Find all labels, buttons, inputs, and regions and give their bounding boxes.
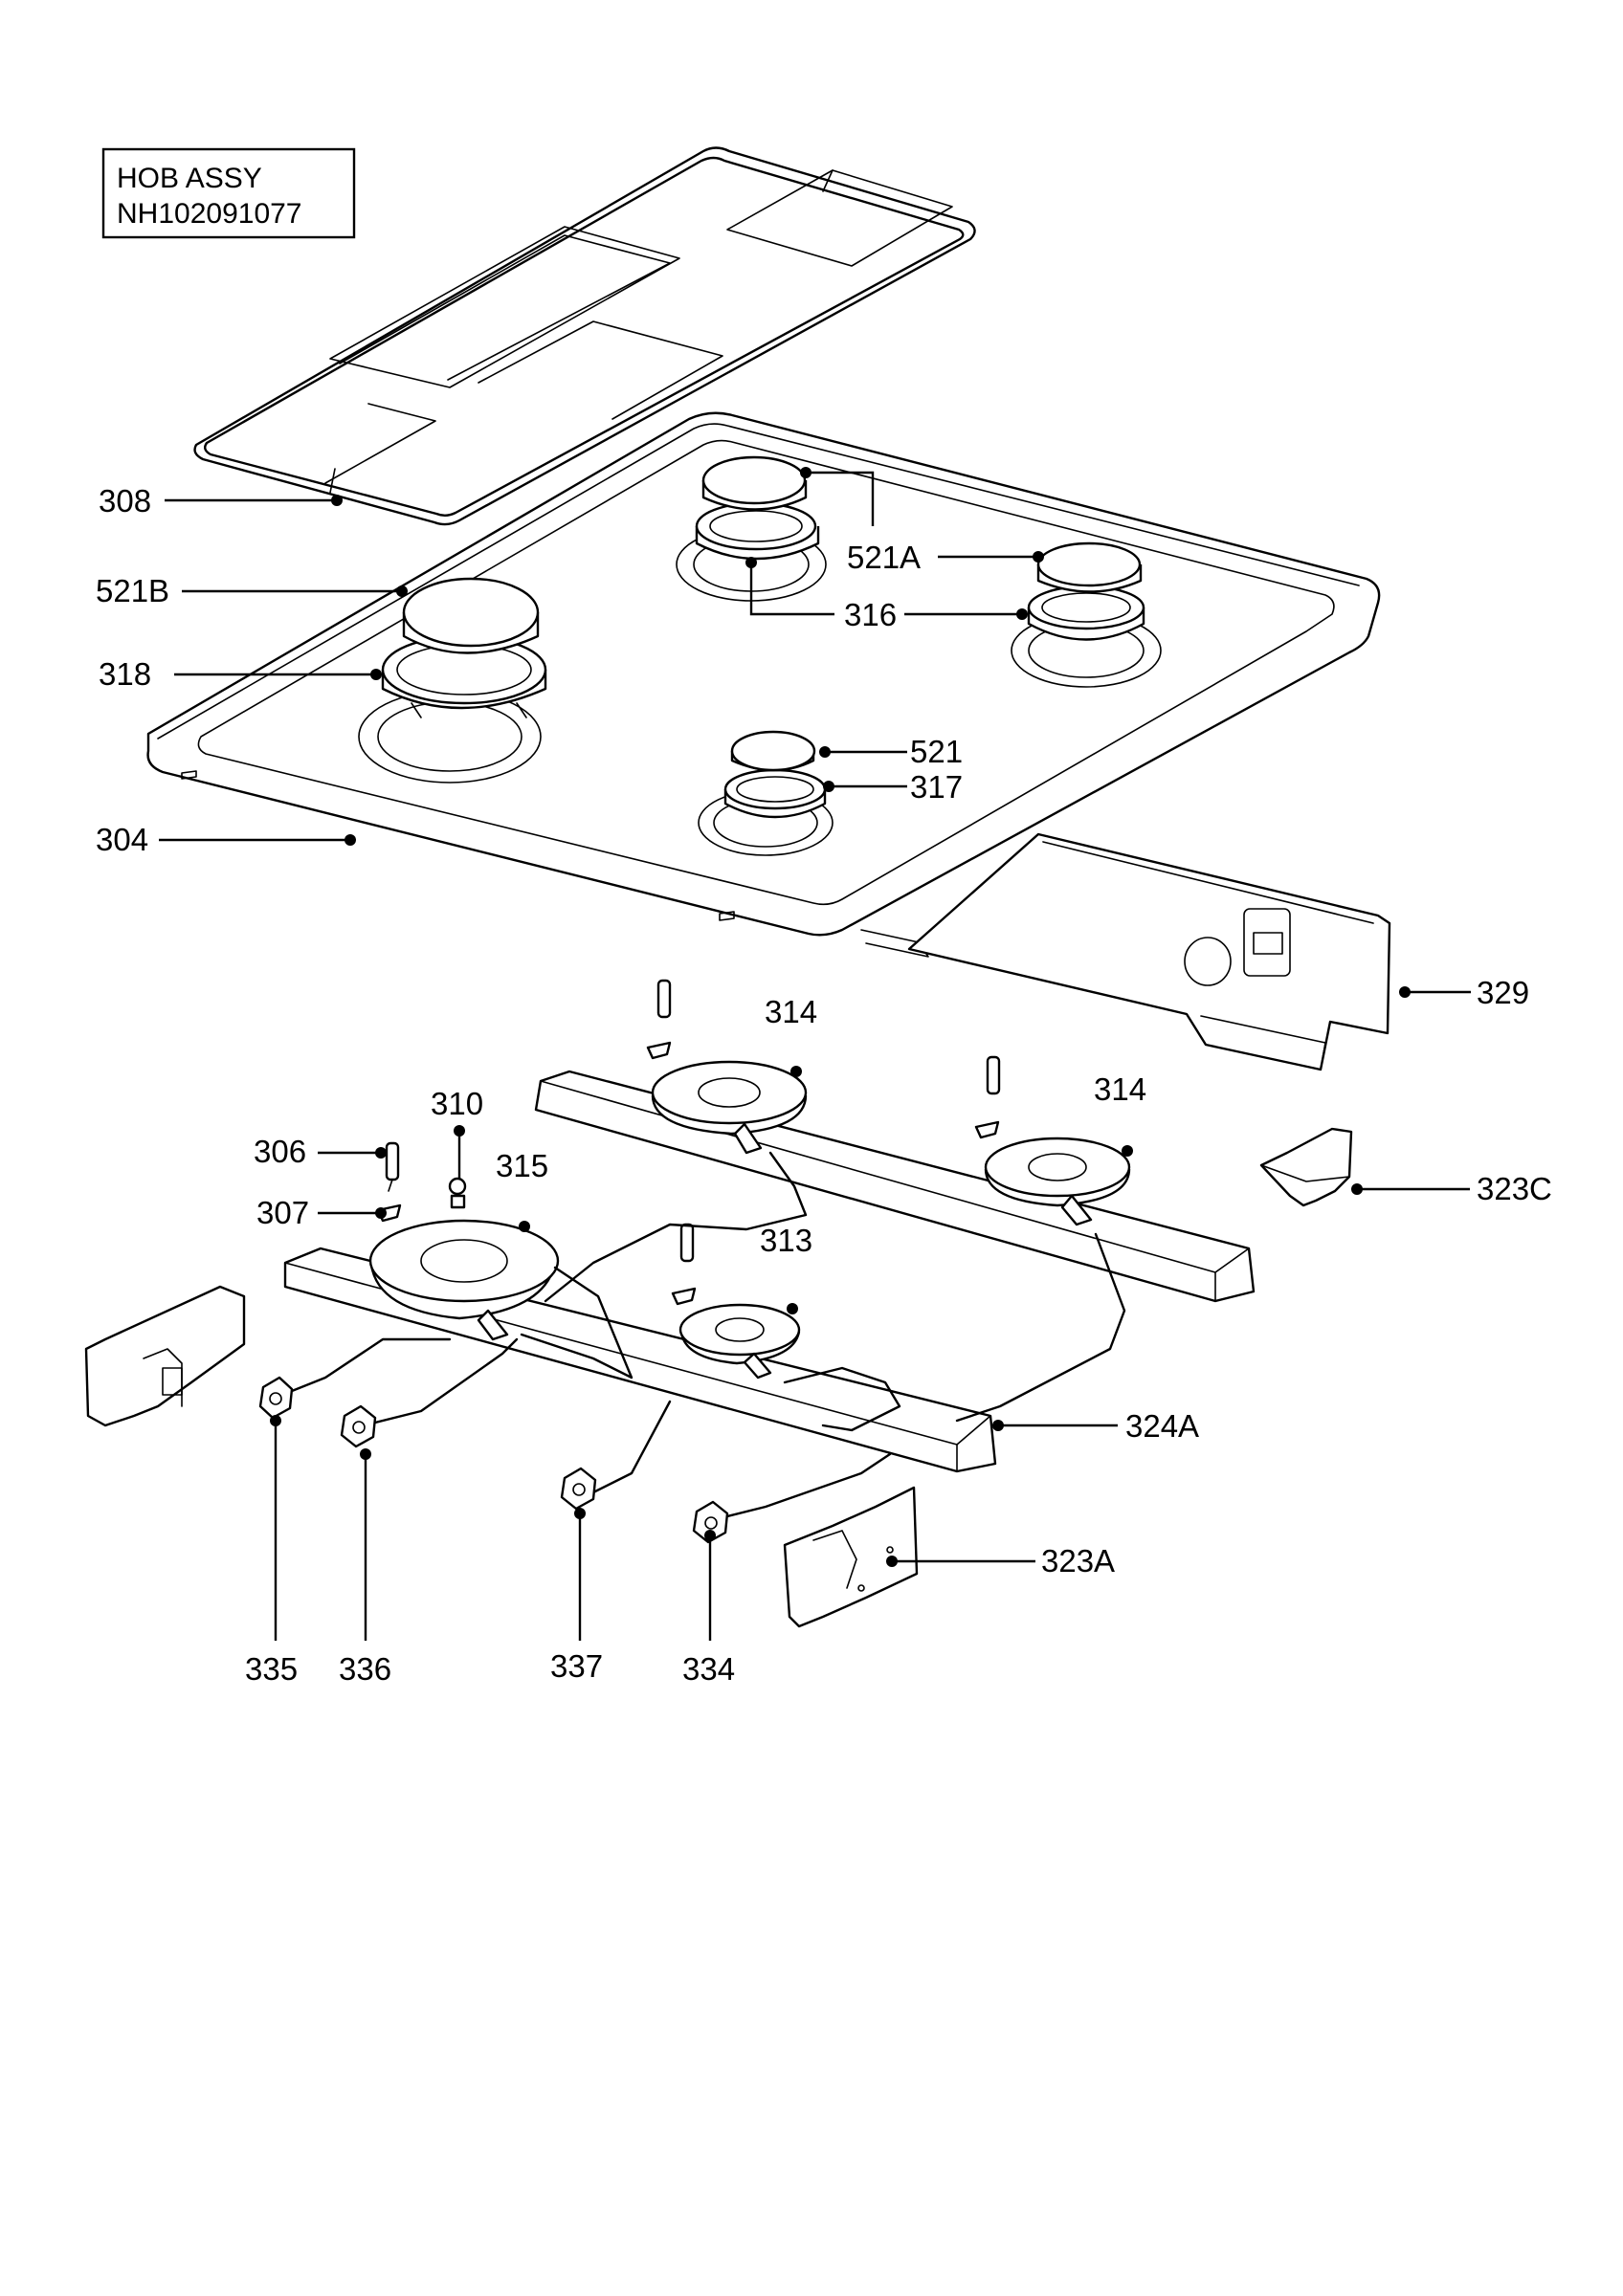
nut-337 — [560, 1467, 597, 1511]
electrode-upper-right — [974, 1055, 1001, 1139]
electrode-middle — [671, 1223, 697, 1306]
burner-cap-521A-right — [1036, 541, 1143, 593]
pan-support-grid — [193, 146, 976, 526]
electrode-upper-left — [646, 979, 672, 1060]
label-329: 329 — [1477, 975, 1529, 1010]
label-310: 310 — [431, 1086, 483, 1121]
burner-cap-521 — [730, 730, 816, 772]
burner-base-314-right — [984, 1137, 1131, 1226]
bracket-323C — [1259, 1127, 1353, 1207]
label-308: 308 — [99, 483, 151, 519]
label-306: 306 — [254, 1134, 306, 1169]
label-521A: 521A — [847, 540, 921, 575]
burner-head-318 — [381, 634, 547, 718]
injector-310 — [448, 1177, 467, 1209]
label-323C: 323C — [1477, 1171, 1552, 1206]
nut-336 — [340, 1404, 377, 1448]
label-335: 335 — [245, 1651, 298, 1687]
nut-335 — [258, 1376, 294, 1420]
electrode-306 — [385, 1141, 400, 1192]
label-323A: 323A — [1041, 1543, 1115, 1578]
rear-panel — [907, 832, 1391, 1071]
label-521: 521 — [910, 734, 963, 769]
label-307: 307 — [256, 1195, 309, 1230]
burner-head-316 — [695, 501, 820, 561]
label-314-left: 314 — [765, 994, 817, 1029]
burner-head-317 — [723, 768, 827, 819]
label-317: 317 — [910, 769, 963, 805]
title-box: HOB ASSY NH102091077 — [101, 147, 356, 239]
title-line-2: NH102091077 — [117, 198, 302, 230]
burner-head-right — [1027, 585, 1145, 641]
burner-cap-521B — [402, 577, 540, 654]
label-316: 316 — [844, 597, 897, 632]
label-314-right: 314 — [1094, 1071, 1146, 1107]
label-318: 318 — [99, 656, 151, 692]
burner-cap-521A-top — [701, 455, 808, 511]
burner-base-313 — [678, 1303, 801, 1380]
label-334: 334 — [682, 1651, 735, 1687]
burner-base-315 — [368, 1219, 560, 1341]
label-304: 304 — [96, 822, 148, 857]
label-313: 313 — [760, 1223, 812, 1258]
callout-labels: 308 521B 318 304 521A 316 521 317 329 31… — [96, 483, 1552, 1687]
bracket-left — [84, 1285, 246, 1427]
gas-pipes — [276, 1151, 1126, 1523]
label-324A: 324A — [1125, 1408, 1199, 1444]
nut-334 — [692, 1500, 729, 1544]
label-521B: 521B — [96, 573, 169, 608]
burner-base-314-left — [651, 1060, 808, 1155]
label-315: 315 — [496, 1148, 548, 1183]
bracket-323A — [783, 1486, 919, 1628]
label-336: 336 — [339, 1651, 391, 1687]
label-337: 337 — [550, 1648, 603, 1684]
leader-lines — [159, 467, 1471, 1641]
title-line-1: HOB ASSY — [117, 163, 262, 194]
